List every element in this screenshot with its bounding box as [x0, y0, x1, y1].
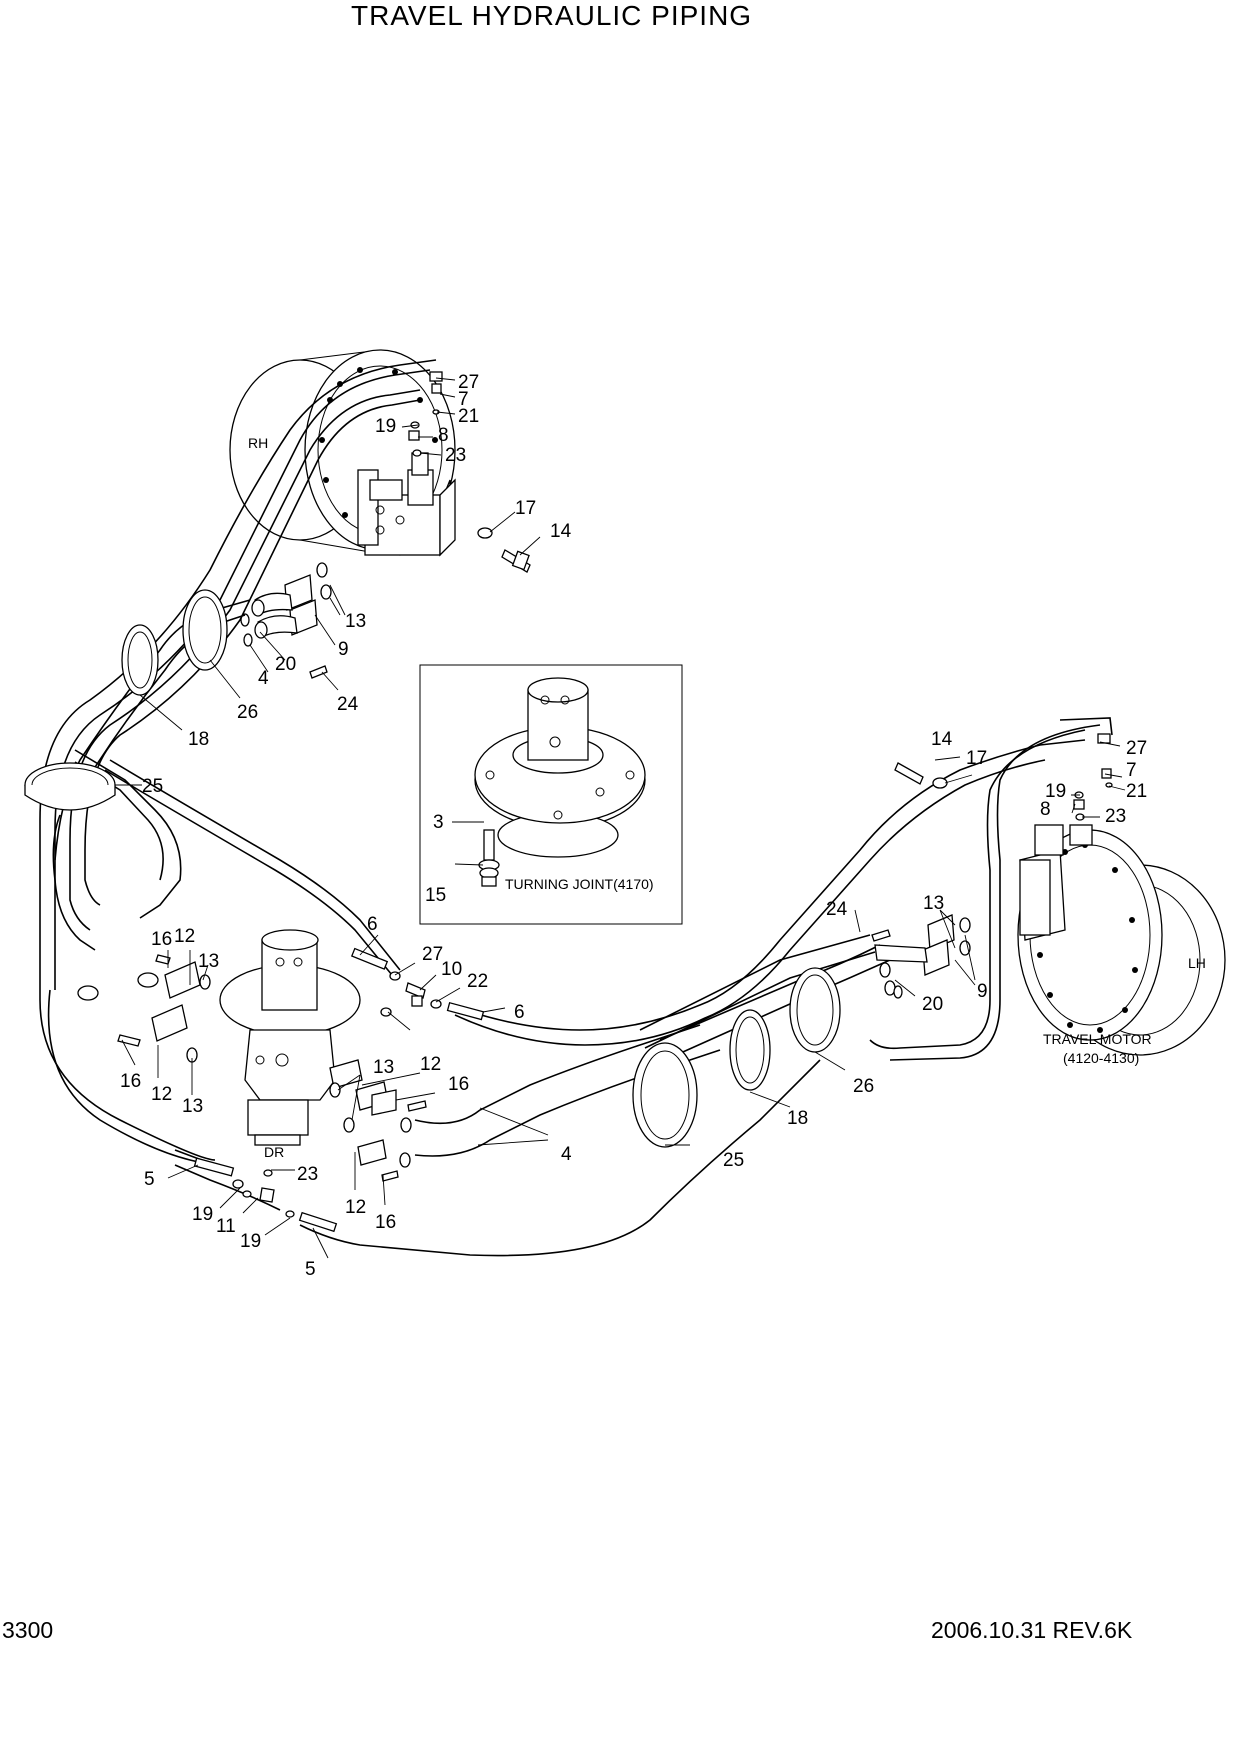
- callout: 3: [433, 812, 444, 833]
- callout: 4: [561, 1144, 572, 1165]
- callout: 4: [258, 668, 269, 689]
- callout: 23: [445, 445, 466, 466]
- center-fittings: [350, 947, 485, 1021]
- callout: 7: [458, 389, 469, 410]
- callout: 5: [144, 1169, 155, 1190]
- turning-joint-label: TURNING JOINT(4170): [505, 876, 654, 892]
- callout: 18: [188, 729, 209, 750]
- callout: 20: [275, 654, 296, 675]
- hose-clamps-left: [24, 589, 228, 811]
- page-number: 3300: [2, 1617, 54, 1643]
- callout: 16: [448, 1074, 469, 1095]
- callout: 12: [174, 926, 195, 947]
- callout: 8: [438, 425, 449, 446]
- callout: 25: [142, 776, 163, 797]
- callout: 13: [923, 893, 944, 914]
- callout: 12: [420, 1054, 441, 1075]
- callout: 23: [297, 1164, 318, 1185]
- callout: 27: [422, 944, 443, 965]
- callout: 6: [367, 914, 378, 935]
- lh-fitting-stack: [871, 733, 1113, 999]
- callout: 13: [182, 1096, 203, 1117]
- callout: 24: [337, 694, 359, 715]
- callout: 13: [345, 611, 366, 632]
- hose-clamps-right: [632, 967, 841, 1148]
- callout: 13: [198, 951, 219, 972]
- leader-lines: [115, 377, 1126, 1259]
- page-title: TRAVEL HYDRAULIC PIPING: [351, 0, 753, 31]
- rh-flanges: [240, 574, 328, 679]
- callout: 12: [345, 1197, 366, 1218]
- callout-labels: 27 7 21 19 8 23 17 14 13 9 20 4 24 26 18…: [120, 372, 1147, 1280]
- callout: 19: [375, 416, 396, 437]
- callout: 7: [1126, 760, 1137, 781]
- callout: 19: [1045, 781, 1066, 802]
- travel-motor-label: TRAVEL MOTOR: [1043, 1031, 1152, 1047]
- lh-label: LH: [1188, 955, 1206, 971]
- callout: 8: [1040, 799, 1051, 820]
- callout: 16: [151, 929, 172, 950]
- callout: 14: [931, 729, 953, 750]
- callout: 20: [922, 994, 943, 1015]
- callout: 19: [240, 1231, 261, 1252]
- callout: 15: [425, 885, 446, 906]
- travel-motor-code: (4120-4130): [1063, 1050, 1139, 1066]
- callout: 5: [305, 1259, 316, 1280]
- callout: 14: [550, 521, 572, 542]
- callout: 24: [826, 899, 848, 920]
- bottom-fittings: [193, 1157, 338, 1233]
- callout: 16: [375, 1212, 396, 1233]
- callout: 6: [514, 1002, 525, 1023]
- rh-fitting-stack: [316, 371, 531, 600]
- callout: 22: [467, 971, 488, 992]
- lh-travel-motor: [1017, 824, 1226, 1056]
- callout: 26: [237, 702, 258, 723]
- callout: 9: [977, 981, 988, 1002]
- revision-date: 2006.10.31 REV.6K: [931, 1617, 1133, 1643]
- callout: 17: [966, 748, 987, 769]
- callout: 16: [120, 1071, 141, 1092]
- callout: 27: [458, 372, 479, 393]
- callout: 11: [216, 1216, 236, 1237]
- callout: 21: [458, 406, 479, 427]
- callout: 25: [723, 1150, 744, 1171]
- callout: 19: [192, 1204, 213, 1225]
- turning-joint-inset: [419, 664, 683, 925]
- rh-label: RH: [248, 435, 268, 451]
- callout: 26: [853, 1076, 874, 1097]
- callout: 12: [151, 1084, 172, 1105]
- callout: 10: [441, 959, 462, 980]
- callout: 27: [1126, 738, 1147, 759]
- callout: 17: [515, 498, 536, 519]
- callout: 21: [1126, 781, 1147, 802]
- callout: 9: [338, 639, 349, 660]
- callout: 13: [373, 1057, 394, 1078]
- turning-joint-center: DR: [219, 929, 361, 1160]
- left-flange-pairs: [77, 954, 427, 1182]
- svg-text:DR: DR: [264, 1144, 284, 1160]
- callout: 18: [787, 1108, 808, 1129]
- callout: 23: [1105, 806, 1126, 827]
